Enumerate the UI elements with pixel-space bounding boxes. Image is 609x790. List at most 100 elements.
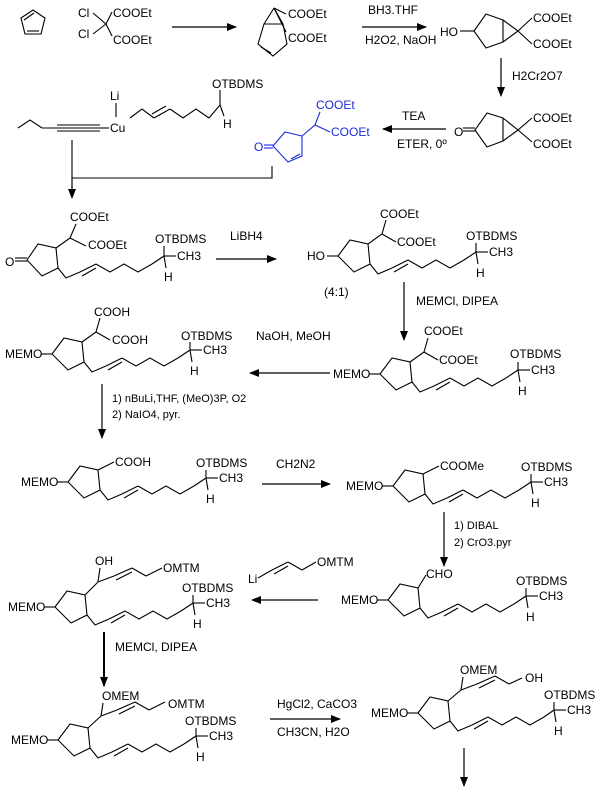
- hydroxy-adduct: HO COOEt COOEt OTBDMS CH3 H: [307, 207, 517, 280]
- allylic-alcohol-product: MEMO OMEM OH OTBDMS CH3 H: [371, 663, 595, 738]
- cooh-label-2: COOH: [112, 333, 148, 347]
- aldehyde: MEMO CHO OTBDMS CH3 H: [341, 567, 567, 624]
- cl-label-1: Cl: [78, 6, 89, 20]
- memo-label-6: MEMO: [341, 593, 378, 607]
- cooet-label-13: COOEt: [380, 207, 419, 221]
- h-label-6: H: [206, 492, 215, 506]
- reagent-h2o2: H2O2, NaOH: [365, 33, 436, 47]
- reagent-naio4: 2) NaIO4, pyr.: [112, 409, 180, 421]
- vinyl-lithium-reagent: Li OMTM: [248, 555, 354, 586]
- cooet-label-15: COOEt: [424, 324, 463, 338]
- h-label-2: H: [164, 270, 173, 284]
- ch3-label-6: CH3: [544, 475, 568, 489]
- reagent-cro3: 2) CrO3.pyr: [454, 537, 512, 549]
- mem-methyl-ester: MEMO COOMe OTBDMS CH3 H: [346, 459, 572, 510]
- reagent-ch3cn: CH3CN, H2O: [277, 725, 350, 739]
- otbdms-label-5: OTBDMS: [510, 347, 561, 361]
- ch3-label-9: CH3: [209, 729, 233, 743]
- combine-bracket: [71, 140, 273, 179]
- h-label-5: H: [518, 384, 527, 398]
- li-label-2: Li: [248, 572, 257, 586]
- cooet-label-10: COOEt: [533, 137, 572, 151]
- memo-label-5: MEMO: [8, 600, 45, 614]
- memo-label-3: MEMO: [21, 475, 58, 489]
- ch3-label-2: CH3: [489, 245, 513, 259]
- h-label-3: H: [476, 266, 485, 280]
- cooet-label-6: COOEt: [533, 37, 572, 51]
- o-label-3: O: [5, 255, 14, 269]
- cooet-label-8: COOEt: [331, 125, 370, 139]
- cooet-label-3: COOEt: [288, 7, 327, 21]
- cooet-label-9: COOEt: [533, 111, 572, 125]
- cho-label: CHO: [426, 567, 453, 581]
- isomer-ratio: (4:1): [324, 285, 349, 299]
- cooet-label-7: COOEt: [316, 98, 355, 112]
- bicyclic-diester: COOEt COOEt: [257, 7, 327, 57]
- otbdms-label-9: OTBDMS: [516, 574, 567, 588]
- ch3-label-3: CH3: [203, 343, 227, 357]
- cooh-label-3: COOH: [115, 455, 151, 469]
- reagent-bh3: BH3.THF: [368, 3, 418, 17]
- ch3-label-1: CH3: [177, 249, 201, 263]
- memo-label-4: MEMO: [346, 479, 383, 493]
- mem-diester: MEMO COOEt COOEt OTBDMS CH3 H: [333, 324, 561, 398]
- h-label-10: H: [196, 750, 205, 764]
- cyclopentenone-malonate: O COOEt COOEt: [254, 98, 370, 163]
- otbdms-label-10: OTBDMS: [185, 714, 236, 728]
- ch3-label-4: CH3: [531, 363, 555, 377]
- otbdms-label-7: OTBDMS: [521, 460, 572, 474]
- omem-label-2: OMEM: [460, 663, 497, 677]
- ho-label-2: HO: [307, 249, 325, 263]
- keto-adduct: O COOEt COOEt OTBDMS CH3 H: [5, 210, 206, 284]
- mem-diacid: MEMO COOH COOH OTBDMS CH3 H: [5, 305, 232, 378]
- memo-label-8: MEMO: [371, 706, 408, 720]
- h-label-4: H: [190, 364, 199, 378]
- otbdms-label-4: OTBDMS: [181, 329, 232, 343]
- cooet-label-2: COOEt: [113, 33, 152, 47]
- h-label-7: H: [531, 496, 540, 510]
- cuprate-reagent: Li Cu OTBDMS H: [17, 77, 263, 135]
- otbdms-label-3: OTBDMS: [466, 229, 517, 243]
- reagent-chromic: H2Cr2O7: [512, 69, 563, 83]
- omtm-label-2: OMTM: [317, 555, 354, 569]
- o-label-1: O: [254, 140, 263, 154]
- reagent-nbuli: 1) nBuLi,THF, (MeO)3P, O2: [112, 393, 246, 405]
- ch3-label-7: CH3: [206, 596, 230, 610]
- ch3-label-10: CH3: [567, 703, 591, 717]
- li-label-1: Li: [110, 89, 119, 103]
- cyclopentadiene: [20, 9, 46, 35]
- reagent-ether: ETER, 0º: [397, 137, 447, 151]
- otbdms-label-6: OTBDMS: [196, 456, 247, 470]
- memo-label-1: MEMO: [5, 347, 42, 361]
- reagent-libh4: LiBH4: [230, 229, 263, 243]
- reagent-hgcl2: HgCl2, CaCO3: [277, 697, 357, 711]
- reagent-tea: TEA: [402, 109, 425, 123]
- reagent-memcl-1: MEMCl, DIPEA: [416, 294, 498, 308]
- h-label-8: H: [193, 617, 202, 631]
- omem-label-1: OMEM: [102, 689, 139, 703]
- memo-label-7: MEMO: [11, 733, 48, 747]
- hydroxy-bicyclic-diester: HO COOEt COOEt: [440, 11, 572, 51]
- otbdms-label-8: OTBDMS: [182, 581, 233, 595]
- otbdms-label-11: OTBDMS: [544, 688, 595, 702]
- cooet-label-16: COOEt: [439, 353, 478, 367]
- reagent-ch2n2: CH2N2: [276, 457, 316, 471]
- ch3-label-5: CH3: [219, 471, 243, 485]
- diethyl-dichloromalonate: Cl Cl COOEt COOEt: [78, 6, 152, 47]
- reagent-dibal: 1) DIBAL: [454, 520, 499, 532]
- mem-acid: MEMO COOH OTBDMS CH3 H: [21, 455, 247, 506]
- cooet-label-14: COOEt: [397, 235, 436, 249]
- otbdms-label-1: OTBDMS: [212, 77, 263, 91]
- coome-label: COOMe: [440, 459, 484, 473]
- h-label-1: H: [223, 117, 232, 131]
- cooh-label-1: COOH: [94, 305, 130, 319]
- cooet-label-11: COOEt: [70, 210, 109, 224]
- h-label-11: H: [554, 724, 563, 738]
- cu-label: Cu: [110, 121, 125, 135]
- omtm-label-1: OMTM: [163, 561, 200, 575]
- keto-bicyclic-diester: O COOEt COOEt: [454, 111, 572, 151]
- memo-label-2: MEMO: [333, 367, 370, 381]
- allylic-alcohol: MEMO OH OMTM OTBDMS CH3 H: [8, 554, 233, 631]
